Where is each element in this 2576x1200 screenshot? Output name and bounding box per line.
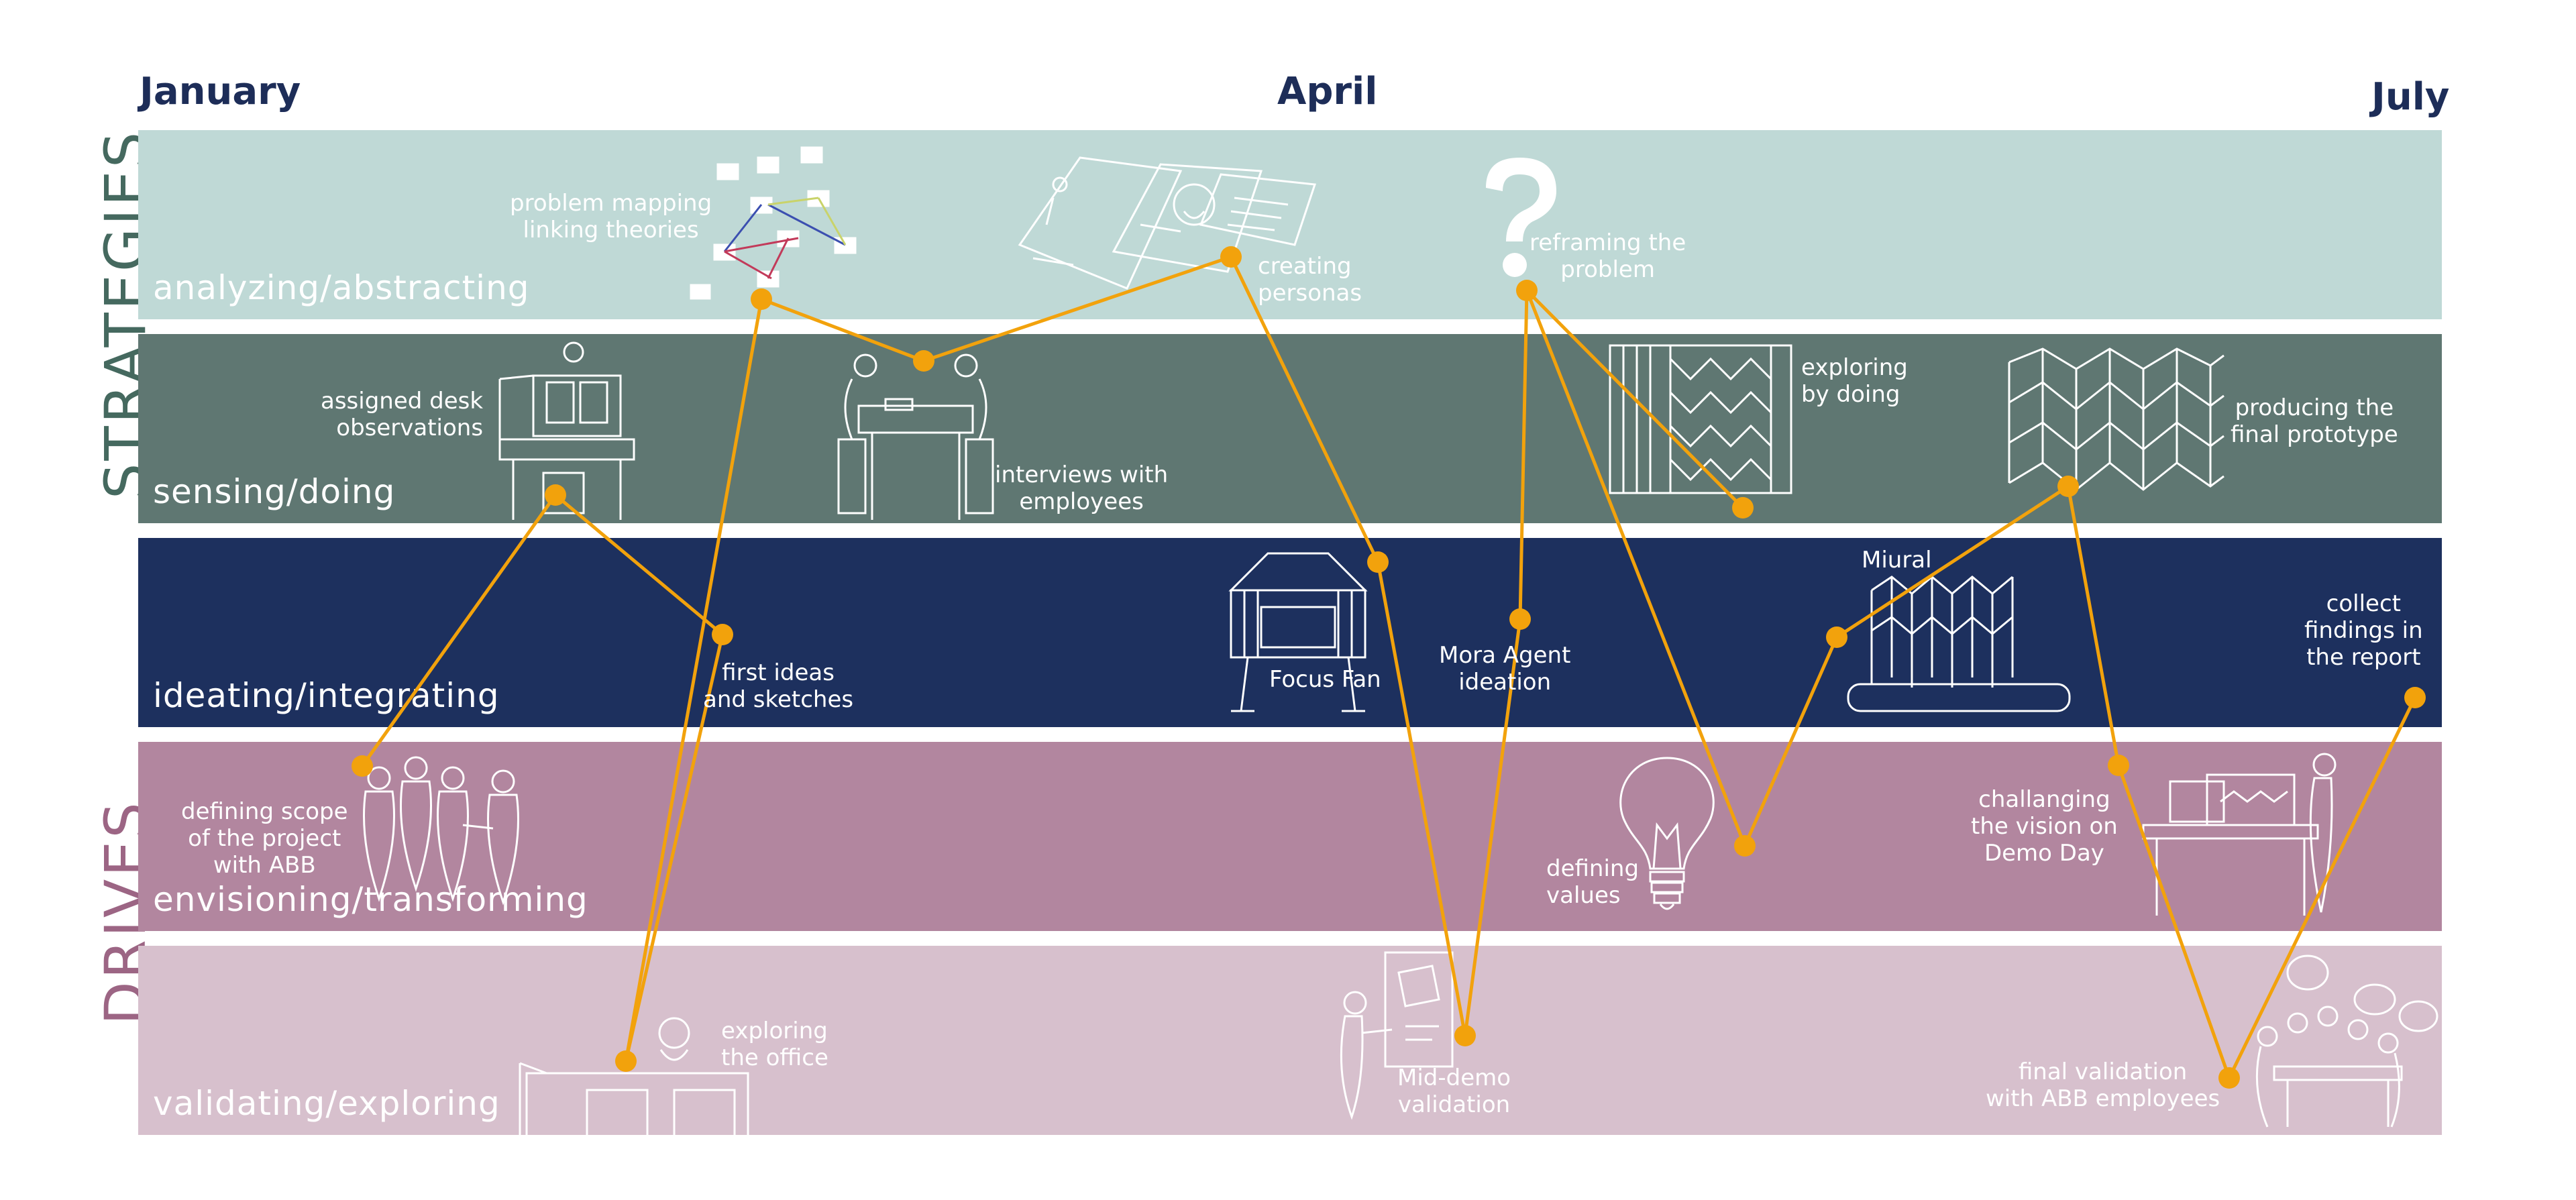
desk-observer-sketch: [486, 339, 647, 527]
process-node: [1509, 608, 1531, 630]
sticky-notes-map-sketch: [678, 138, 872, 305]
process-node: [1454, 1025, 1476, 1046]
annotation-first-ideas: first ideas and sketches: [703, 659, 854, 713]
process-node: [712, 624, 733, 645]
process-node: [2218, 1067, 2240, 1089]
process-node: [913, 350, 934, 372]
process-node: [1734, 835, 1756, 857]
office-explorer-sketch: [513, 1010, 768, 1137]
band-label: ideating/integrating: [153, 676, 500, 715]
annotation-problem-mapping: problem mapping linking theories: [510, 190, 712, 243]
process-node: [2404, 687, 2426, 708]
band-envisioning-transforming: envisioning/transforming: [138, 742, 2442, 931]
band-label: analyzing/abstracting: [153, 268, 530, 307]
presenter-board-sketch: [1332, 946, 1466, 1127]
focus-fan-sketch: [1221, 543, 1375, 718]
annotation-creating-personas: creating personas: [1258, 253, 1362, 307]
folded-prototype-sketch: [2002, 342, 2231, 510]
annotation-exploring-office: exploring the office: [721, 1018, 828, 1071]
annotation-defining-scope: defining scope of the project with ABB: [181, 798, 348, 879]
interview-table-sketch: [832, 339, 1000, 527]
process-node: [615, 1050, 637, 1072]
annotation-reframing: reframing the problem: [1529, 229, 1686, 283]
miural-sketch: [1845, 563, 2080, 718]
month-label-end: July: [2371, 75, 2450, 119]
annotation-desk-observations: assigned desk observations: [321, 388, 484, 441]
lightbulb-sketch: [1610, 751, 1724, 919]
process-node: [1826, 626, 1847, 648]
annotation-demo-day: challanging the vision on Demo Day: [1971, 786, 2118, 867]
process-path-line: [360, 255, 2417, 1080]
people-handshake-sketch: [352, 751, 527, 906]
process-node: [1516, 280, 1538, 301]
band-label: envisioning/transforming: [153, 880, 588, 919]
process-node: [1732, 497, 1754, 519]
process-node: [352, 755, 373, 777]
band-analyzing-abstracting: analyzing/abstracting: [138, 130, 2442, 319]
band-label: sensing/doing: [153, 472, 396, 511]
month-label-mid: April: [1277, 70, 1378, 113]
band-ideating-integrating: ideating/integrating: [138, 538, 2442, 727]
annotation-mora-agent: Mora Agent ideation: [1439, 642, 1571, 696]
process-node: [2057, 476, 2079, 497]
band-label: validating/exploring: [153, 1084, 500, 1123]
group-discussion-sketch: [2234, 949, 2442, 1130]
process-node: [1220, 246, 1242, 268]
band-validating-exploring: validating/exploring: [138, 946, 2442, 1135]
month-label-start: January: [140, 70, 301, 113]
annotation-interviews: interviews with employees: [995, 461, 1169, 515]
persona-cards-sketch: [979, 144, 1328, 305]
process-node: [545, 484, 566, 506]
process-path-branch: [1525, 289, 1744, 509]
annotation-mid-demo: Mid-demo validation: [1397, 1065, 1511, 1118]
question-mark-sketch: [1472, 154, 1566, 282]
annotation-final-validation: final validation with ABB employees: [1986, 1058, 2220, 1112]
annotation-final-prototype: producing the final prototype: [2231, 394, 2398, 448]
annotation-focus-fan: Focus Fan: [1269, 666, 1381, 693]
process-node: [1367, 551, 1389, 573]
process-node: [751, 288, 772, 310]
annotation-defining-values: defining values: [1546, 855, 1640, 909]
process-node: [2108, 755, 2129, 776]
annotation-collect-findings: collect findings in the report: [2304, 590, 2423, 671]
annotation-miural: Miural: [1862, 547, 1932, 574]
annotation-exploring-by-doing: exploring by doing: [1801, 354, 1908, 408]
folded-panels-sketch: [1603, 339, 1805, 500]
